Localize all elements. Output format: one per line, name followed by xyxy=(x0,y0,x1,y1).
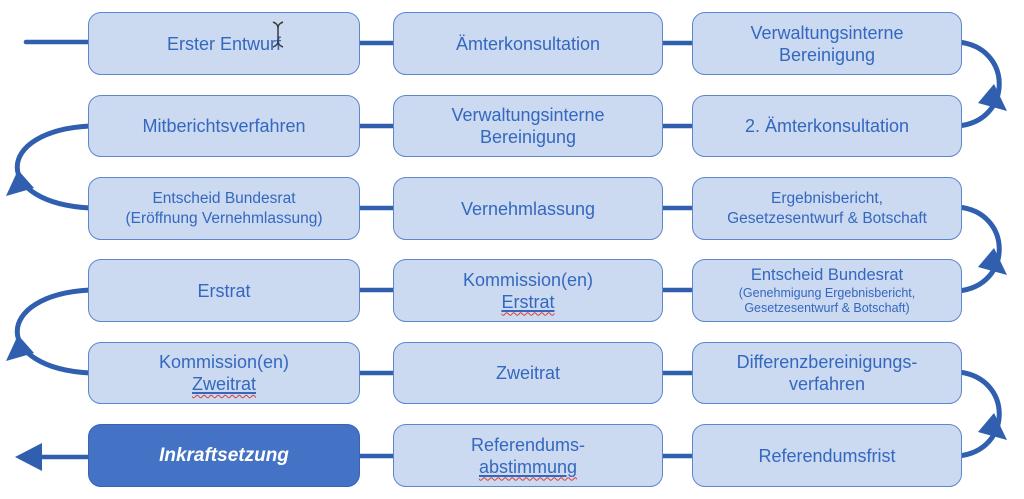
misspelled-word: abstimmung xyxy=(478,456,578,477)
final-left-arrow xyxy=(15,443,90,471)
curved-arrow-row2-row3 xyxy=(6,123,93,211)
step-label-line: Bereinigung xyxy=(479,127,577,147)
step-label-line: Kommission(en) xyxy=(462,269,594,290)
step-label-line: Zweitrat xyxy=(495,363,560,383)
arrowhead-icon xyxy=(15,443,42,471)
flow-step-inkraftsetzung[interactable]: Inkraftsetzung xyxy=(88,424,360,487)
arrowhead-icon xyxy=(978,84,1007,111)
arrowhead-icon xyxy=(978,248,1007,275)
curved-arrow-row4-row5 xyxy=(6,287,93,376)
step-label-line: (Genehmigung Ergebnisbericht, xyxy=(738,286,916,300)
flow-step-zweitrat[interactable]: Zweitrat xyxy=(393,342,663,404)
step-label-line: Gesetzesentwurf & Botschaft) xyxy=(744,301,910,315)
step-label-line: Kommission(en) xyxy=(158,352,290,372)
flow-step-verwaltungsinterne-bereinigung-2[interactable]: Verwaltungsinterne Bereinigung xyxy=(393,95,663,157)
step-label-line: Ämterkonsultation xyxy=(455,33,601,54)
misspelled-word: Erstrat xyxy=(501,291,555,312)
step-label-line: verfahren xyxy=(788,374,866,394)
step-label-line: Ergebnisbericht, xyxy=(770,189,883,207)
step-label-line: Differenzbereinigungs- xyxy=(736,352,918,372)
flow-step-mitberichtsverfahren[interactable]: Mitberichtsverfahren xyxy=(88,95,360,157)
arrowhead-icon xyxy=(6,170,34,196)
flow-step-verwaltungsinterne-bereinigung-1[interactable]: Verwaltungsinterne Bereinigung xyxy=(692,12,962,75)
flow-step-referendumsfrist[interactable]: Referendumsfrist xyxy=(692,424,962,487)
step-label-line: 2. Ämterkonsultation xyxy=(744,116,910,136)
step-label-line: Erster Entwurf xyxy=(166,33,282,54)
flow-step-erstrat[interactable]: Erstrat xyxy=(88,259,360,322)
step-label-line: Vernehmlassung xyxy=(460,198,596,219)
flow-step-entscheid-bundesrat-eroeffnung[interactable]: Entscheid Bundesrat (Eröffnung Vernehmla… xyxy=(88,177,360,240)
flow-step-kommissionen-erstrat[interactable]: Kommission(en) Erstrat xyxy=(393,259,663,322)
step-label-line: Bereinigung xyxy=(778,44,876,65)
flow-step-ergebnisbericht-gesetzesentwurf-botschaft[interactable]: Ergebnisbericht, Gesetzesentwurf & Botsc… xyxy=(692,177,962,240)
step-label-line: Verwaltungsinterne xyxy=(750,22,904,43)
curved-arrow-row1-row2 xyxy=(955,39,1007,129)
step-label-line: Entscheid Bundesrat xyxy=(152,189,296,207)
misspelled-word: Zweitrat xyxy=(191,374,256,394)
flow-step-erster-entwurf[interactable]: Erster Entwurf xyxy=(88,12,360,75)
flow-step-aemterkonsultation[interactable]: Ämterkonsultation xyxy=(393,12,663,75)
step-label-line: Erstrat xyxy=(197,280,251,301)
flow-step-kommissionen-zweitrat[interactable]: Kommission(en) Zweitrat xyxy=(88,342,360,404)
step-label-line: Erstrat xyxy=(501,291,554,313)
arrowhead-icon xyxy=(6,335,34,361)
step-label-line: Inkraftsetzung xyxy=(159,444,289,466)
arrowhead-icon xyxy=(978,413,1007,440)
text-ibeam-cursor-icon xyxy=(272,21,284,48)
step-label-line: Verwaltungsinterne xyxy=(451,105,605,125)
row-connector-segments xyxy=(353,40,699,459)
flow-step-differenzbereinigungsverfahren[interactable]: Differenzbereinigungs- verfahren xyxy=(692,342,962,404)
step-label-line: Entscheid Bundesrat xyxy=(750,266,904,284)
flow-step-zweite-aemterkonsultation[interactable]: 2. Ämterkonsultation xyxy=(692,95,962,157)
curved-arrow-row5-row6 xyxy=(955,369,1007,459)
flow-step-entscheid-bundesrat-genehmigung[interactable]: Entscheid Bundesrat (Genehmigung Ergebni… xyxy=(692,259,962,322)
step-label-line: abstimmung xyxy=(479,456,577,478)
step-label-line: (Eröffnung Vernehmlassung) xyxy=(125,209,323,227)
step-label-line: Mitberichtsverfahren xyxy=(142,116,306,136)
step-label-line: Referendums- xyxy=(470,434,586,455)
flow-step-referendumsabstimmung[interactable]: Referendums- abstimmung xyxy=(393,424,663,487)
curved-arrow-row3-row4 xyxy=(955,204,1007,294)
flow-step-vernehmlassung[interactable]: Vernehmlassung xyxy=(393,177,663,240)
step-label-line: Gesetzesentwurf & Botschaft xyxy=(727,209,927,227)
step-label-line: Zweitrat xyxy=(192,373,256,395)
step-label-line: Referendumsfrist xyxy=(758,445,896,466)
